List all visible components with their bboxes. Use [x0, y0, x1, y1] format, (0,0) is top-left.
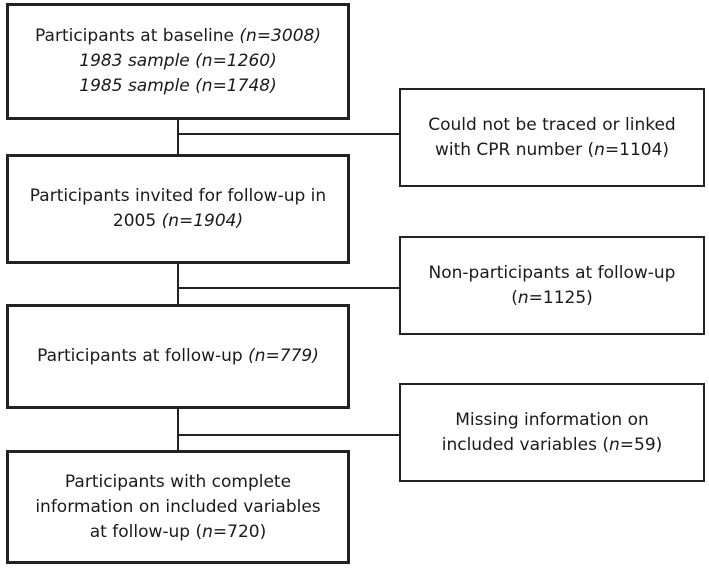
connector-followup-to-complete [177, 408, 179, 451]
invited-line1: Participants invited for follow-up in [29, 186, 327, 206]
non-participants-box: Non-participants at follow-up (n=1125) [399, 236, 705, 335]
baseline-line2: 1983 sample (n=1260) [79, 51, 277, 71]
connector-baseline-to-invited [177, 119, 179, 155]
not-traced-line1: Could not be traced or linked [428, 114, 676, 135]
not-traced-box: Could not be traced or linked with CPR n… [399, 88, 705, 187]
non-participants-line2: (n=1125) [511, 287, 593, 308]
missing-info-box: Missing information on included variable… [399, 383, 705, 482]
baseline-box: Participants at baseline (n=3008) 1983 s… [6, 3, 350, 120]
connector-invited-to-followup [177, 263, 179, 305]
followup-box: Participants at follow-up (n=779) [6, 304, 350, 409]
baseline-line1: Participants at baseline (n=3008) [35, 26, 321, 46]
invited-box: Participants invited for follow-up in 20… [6, 154, 350, 264]
baseline-line3: 1985 sample (n=1748) [79, 76, 277, 96]
connector-to-non-participants [177, 287, 400, 289]
connector-to-not-traced [177, 133, 400, 135]
complete-line3: at follow-up (n=720) [89, 521, 267, 542]
non-participants-line1: Non-participants at follow-up [428, 262, 676, 283]
followup-line1: Participants at follow-up (n=779) [37, 346, 319, 366]
invited-line2: 2005 (n=1904) [112, 211, 244, 231]
complete-line2: information on included variables [35, 496, 321, 517]
complete-box: Participants with complete information o… [6, 450, 350, 564]
connector-to-missing-info [177, 434, 400, 436]
missing-info-line2: included variables (n=59) [441, 434, 663, 455]
missing-info-line1: Missing information on [455, 409, 649, 430]
complete-line1: Participants with complete [64, 471, 292, 492]
not-traced-line2: with CPR number (n=1104) [434, 139, 670, 160]
